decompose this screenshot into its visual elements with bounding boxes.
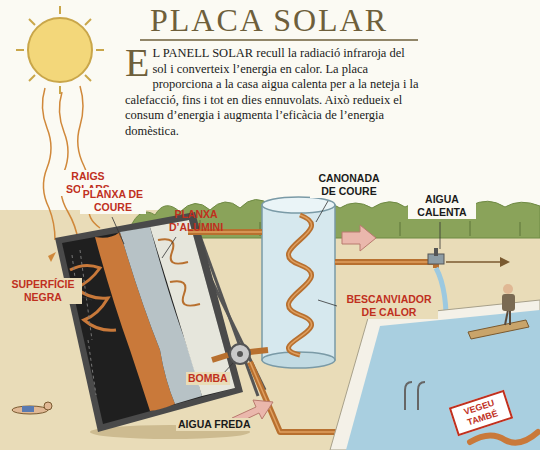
part-label: PLANXA D’ALUMINI: [158, 208, 234, 234]
part-label: AIGUA FREDA: [176, 418, 253, 431]
title: PLACA SOLAR: [150, 2, 388, 39]
tag-text: VEGEU TAMBÉ: [456, 395, 507, 430]
part-label: AIGUA CALENTA: [408, 193, 476, 219]
caption-text: EL PANELL SOLAR recull la radiació infra…: [125, 46, 420, 139]
part-label: BOMBA: [186, 372, 230, 385]
part-label: BESCANVIADOR DE CALOR: [340, 293, 438, 319]
see-also-tag: VEGEU TAMBÉ: [449, 390, 513, 436]
part-label: CANONADA DE COURE: [310, 172, 388, 198]
part-label: SUPERFÍCIE NEGRA: [4, 278, 82, 304]
part-label: PLANXA DE COURE: [80, 188, 146, 214]
